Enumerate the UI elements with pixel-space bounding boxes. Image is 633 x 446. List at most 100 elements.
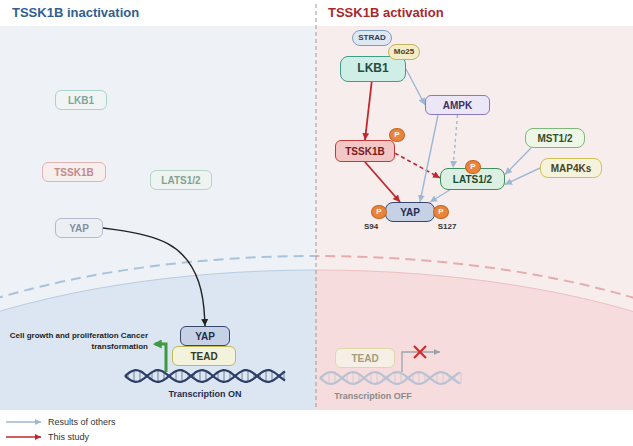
dna-helix [125, 370, 285, 382]
panel-title: TSSK1B activation [328, 5, 444, 20]
protein-name: LATS1/2 [453, 174, 492, 185]
panel-title: TSSK1B inactivation [12, 5, 139, 20]
nuclear-envelope [0, 256, 316, 410]
protein-box: TEAD [172, 346, 236, 366]
protein-box: TEAD [335, 348, 395, 368]
signal-arrow [365, 162, 400, 202]
dna-rung [266, 370, 267, 382]
outcome-note: Cell growth and proliferation Cancer tra… [2, 331, 148, 353]
legend-text: This study [48, 432, 89, 442]
transcription-arrow [402, 352, 440, 372]
dna-rung [401, 373, 402, 383]
legend-arrow [6, 436, 41, 438]
protein-name: TEAD [351, 353, 378, 364]
block-cross [414, 346, 426, 358]
protein-name: AMPK [443, 100, 472, 111]
nucleus [316, 270, 633, 410]
dna-strand [320, 372, 460, 384]
protein-box: YAP [55, 218, 103, 238]
phospho-mark: P [376, 208, 381, 217]
legend-row: Results of others [5, 415, 116, 429]
protein-box: STRAD [352, 30, 392, 46]
signal-arrow [420, 115, 438, 202]
legend-sample [5, 417, 43, 427]
dna-rung [377, 372, 378, 384]
dna-rung [248, 370, 249, 382]
dna-rung [353, 372, 354, 384]
signal-arrow [406, 69, 425, 105]
protein-name: MAP4Ks [551, 163, 592, 174]
protein-name: YAP [69, 223, 89, 234]
protein-box: AMPK [425, 95, 490, 115]
protein-name: LATS1/2 [161, 175, 200, 186]
protein-name: TSSK1B [345, 146, 384, 157]
block-cross [414, 346, 426, 358]
protein-name: LKB1 [68, 95, 94, 106]
panel: TSSK1B activationSTRAD Mo25LKB1TSSK1B AMPK… [316, 0, 633, 410]
dna-rung [158, 370, 159, 382]
protein-box: MST1/2 [525, 128, 585, 148]
protein-name: TSSK1B [54, 167, 93, 178]
phospho-badge: P [465, 160, 480, 174]
phospho-badge: P [433, 205, 448, 219]
dna-rung [134, 370, 135, 382]
dna-rung [224, 370, 225, 382]
phospho-mark: P [394, 131, 399, 140]
dna-rung [371, 373, 372, 383]
protein-name: STRAD [358, 34, 386, 43]
signal-arrow [395, 153, 440, 178]
signal-arrow [430, 190, 450, 202]
phospho-mark: P [470, 163, 475, 172]
site-label: S127 [432, 222, 462, 233]
dna-rung [419, 372, 420, 384]
protein-box: LKB1 [55, 90, 107, 110]
legend-sample [5, 432, 43, 442]
dna-rung [461, 372, 462, 384]
protein-name: YAP [195, 331, 215, 342]
signal-arrow [365, 82, 372, 140]
block-cross [414, 346, 426, 358]
protein-box: TSSK1B [335, 140, 395, 162]
legend-row: This study [5, 430, 89, 444]
protein-name: Mo25 [394, 48, 414, 57]
dna-strand [125, 370, 285, 382]
nucleus [0, 270, 316, 410]
panel: TSSK1B inactivationLKB1TSSK1B LATS1/2YAP Y… [0, 0, 316, 410]
dna-rung [200, 370, 201, 382]
protein-name: YAP [400, 207, 420, 218]
dna-rung [443, 372, 444, 384]
dna-strand [320, 372, 460, 384]
protein-box: TSSK1B [42, 162, 106, 182]
panel-divider [316, 4, 317, 410]
dna-rung [395, 372, 396, 384]
phospho-badge: P [371, 205, 386, 219]
protein-box: YAP [385, 202, 435, 222]
legend-text: Results of others [48, 417, 116, 427]
dna-strand [125, 370, 285, 382]
protein-name: TEAD [190, 351, 217, 362]
protein-name: MST1/2 [537, 133, 572, 144]
legend-arrow [6, 421, 41, 423]
transcription-state: Transcription OFF [318, 390, 428, 402]
site-label: S94 [358, 222, 384, 233]
dna-rung [182, 370, 183, 382]
phospho-mark: P [438, 208, 443, 217]
protein-box: MAP4Ks [540, 158, 602, 178]
dna-helix [320, 372, 461, 384]
signal-arrow [453, 115, 458, 168]
nuclear-envelope [316, 256, 633, 410]
transcription-arrow [155, 344, 166, 372]
dna-rung [437, 373, 438, 383]
protein-box: LATS1/2 [150, 170, 212, 190]
signal-arrow [103, 228, 205, 326]
signal-arrow [505, 148, 531, 175]
protein-box: Mo25 [388, 44, 420, 60]
dna-rung [329, 372, 330, 384]
protein-box: YAP [180, 326, 230, 346]
dna-rung [335, 373, 336, 383]
transcription-state: Transcription ON [150, 388, 260, 400]
phospho-badge: P [389, 128, 404, 142]
protein-name: LKB1 [357, 62, 388, 75]
signal-arrow [505, 168, 540, 185]
